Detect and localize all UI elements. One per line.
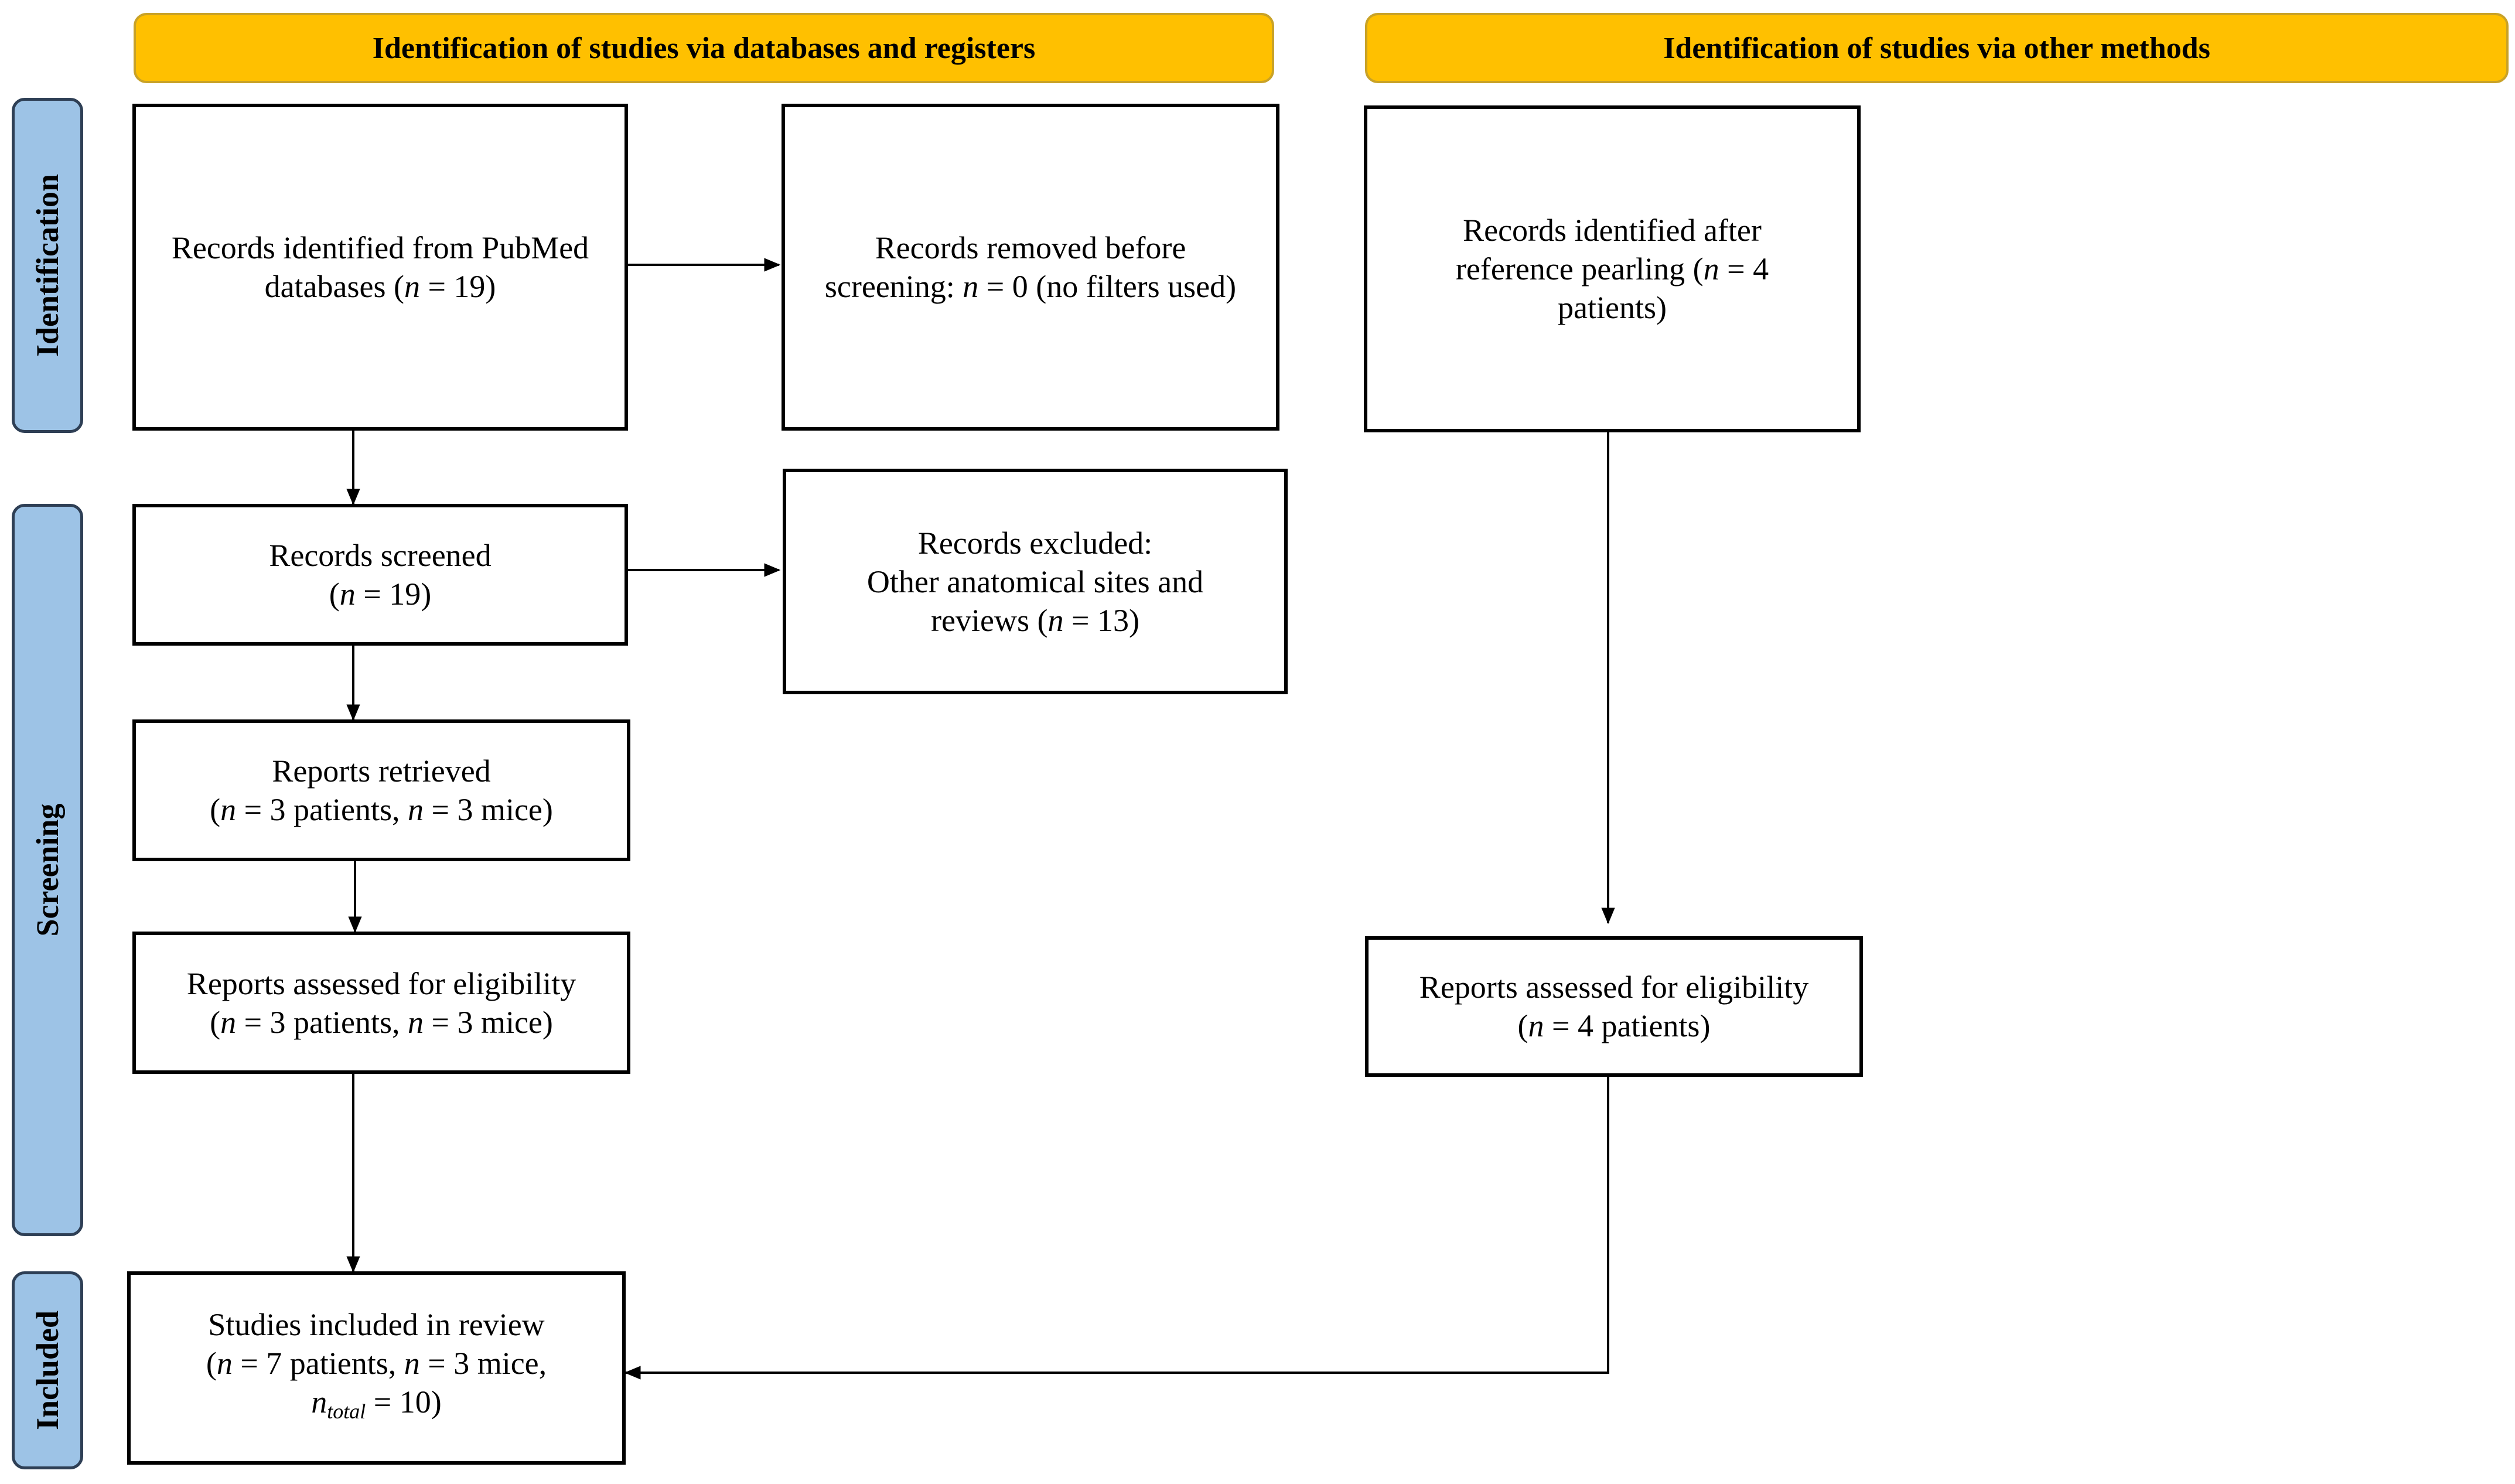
records-removed-box: Records removed before screening: n = 0 … [782, 104, 1279, 431]
text-part: = 3 patients, [236, 792, 408, 827]
records-excluded-line3: reviews (n = 13) [931, 601, 1139, 640]
text-part: databases ( [264, 269, 404, 304]
n-symbol: n [339, 576, 356, 612]
other-reports-assessed-box: Reports assessed for eligibility (n = 4 … [1365, 936, 1863, 1077]
records-identified-line2: databases (n = 19) [265, 267, 496, 306]
text-part: reviews ( [931, 602, 1048, 638]
records-other-line2: reference pearling (n = 4 [1456, 250, 1769, 288]
header-other-methods: Identification of studies via other meth… [1365, 13, 2509, 83]
other-assessed-line2: (n = 4 patients) [1518, 1007, 1711, 1045]
text-part: = 4 [1719, 251, 1769, 286]
n-subscript: total [327, 1400, 366, 1423]
n-symbol: n [963, 269, 979, 304]
phase-screening: Screening [12, 504, 83, 1236]
reports-assessed-line1: Reports assessed for eligibility [186, 966, 576, 1001]
reports-assessed-box: Reports assessed for eligibility (n = 3 … [132, 932, 630, 1074]
arrow-other-assessed-to-included [624, 1077, 1609, 1380]
n-symbol: n [408, 792, 424, 827]
records-excluded-box: Records excluded: Other anatomical sites… [783, 469, 1288, 694]
phase-identification: Identification [12, 98, 83, 433]
text-part: screening: [824, 269, 963, 304]
n-symbol: n [408, 1004, 424, 1040]
text-part: = 19) [419, 269, 496, 304]
records-removed-line1: Records removed before [875, 230, 1186, 265]
records-other-line1: Records identified after [1463, 213, 1762, 248]
reports-retrieved-box: Reports retrieved (n = 3 patients, n = 3… [132, 719, 630, 861]
reports-retrieved-line2: (n = 3 patients, n = 3 mice) [210, 790, 553, 829]
text-part: = 3 patients, [236, 1004, 408, 1040]
n-symbol: n [1703, 251, 1719, 286]
n-symbol: n [220, 792, 237, 827]
records-screened-box: Records screened (n = 19) [132, 504, 628, 646]
text-part: = 3 mice, [419, 1346, 547, 1381]
studies-included-line1: Studies included in review [208, 1307, 545, 1342]
text-part: ( [206, 1346, 217, 1381]
text-part: = 4 patients) [1544, 1008, 1711, 1043]
text-part: = 3 mice) [424, 792, 553, 827]
n-symbol: n [216, 1346, 233, 1381]
phase-included: Included [12, 1271, 83, 1469]
n-symbol: n [404, 1346, 420, 1381]
reports-retrieved-line1: Reports retrieved [272, 753, 491, 789]
n-symbol: n [1528, 1008, 1544, 1043]
text-part: ( [329, 576, 340, 612]
records-other-line3: patients) [1558, 290, 1667, 325]
studies-included-line2: (n = 7 patients, n = 3 mice, [206, 1344, 547, 1383]
header-databases: Identification of studies via databases … [134, 13, 1274, 83]
n-symbol: n [220, 1004, 237, 1040]
records-excluded-line2: Other anatomical sites and [866, 564, 1204, 599]
text-part: ( [210, 792, 221, 827]
text-part: = 10) [366, 1384, 442, 1420]
text-part: ( [210, 1004, 221, 1040]
n-symbol: n [311, 1384, 327, 1420]
studies-included-box: Studies included in review (n = 7 patien… [127, 1271, 626, 1465]
text-part: ( [1517, 1008, 1528, 1043]
records-other-identified-box: Records identified after reference pearl… [1364, 105, 1861, 432]
records-screened-line1: Records screened [269, 538, 492, 573]
text-part: = 7 patients, [232, 1346, 404, 1381]
text-part: = 13) [1063, 602, 1139, 638]
text-part: = 19) [355, 576, 432, 612]
n-symbol: n [404, 269, 420, 304]
n-symbol: n [1047, 602, 1064, 638]
header-databases-label: Identification of studies via databases … [372, 31, 1036, 65]
text-part: = 3 mice) [424, 1004, 553, 1040]
records-identified-box: Records identified from PubMed databases… [132, 104, 628, 431]
records-screened-line2: (n = 19) [329, 575, 431, 613]
records-excluded-line1: Records excluded: [917, 525, 1153, 561]
text-part: reference pearling ( [1455, 251, 1704, 286]
records-removed-line2: screening: n = 0 (no filters used) [825, 267, 1236, 306]
reports-assessed-line2: (n = 3 patients, n = 3 mice) [210, 1003, 553, 1042]
records-identified-line1: Records identified from PubMed [171, 230, 589, 265]
text-part: = 0 (no filters used) [978, 269, 1237, 304]
header-other-methods-label: Identification of studies via other meth… [1663, 31, 2210, 65]
studies-included-line3: ntotal = 10) [311, 1383, 441, 1431]
other-assessed-line1: Reports assessed for eligibility [1419, 970, 1809, 1005]
